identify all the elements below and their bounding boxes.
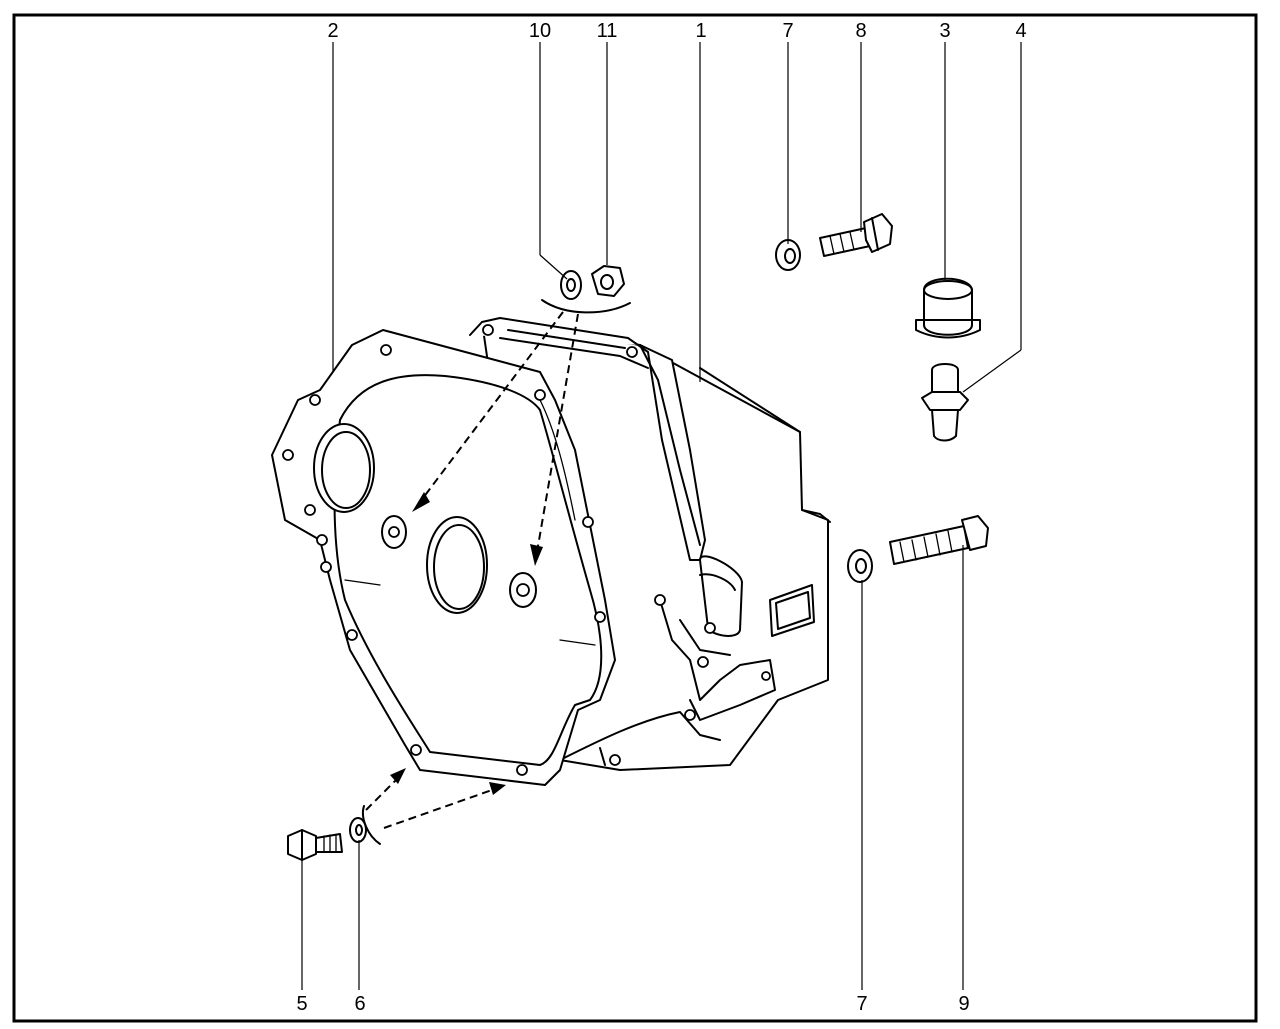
callout-1: 1 [695, 20, 706, 42]
front-cover-plate [271, 329, 616, 786]
cap-3 [915, 277, 981, 339]
callout-7-top: 7 [782, 20, 793, 42]
callout-2: 2 [327, 20, 338, 42]
callout-6: 6 [354, 993, 365, 1015]
breather-4 [921, 363, 969, 442]
callout-8: 8 [855, 20, 866, 42]
leader-lines [301, 42, 1022, 990]
callout-10: 10 [529, 20, 551, 42]
assembly-arrows [362, 299, 631, 845]
washer-10 [560, 270, 582, 300]
callout-9: 9 [958, 993, 969, 1015]
dowel-pin-9 [889, 515, 989, 565]
callout-11: 11 [597, 20, 618, 42]
nut-11 [591, 265, 625, 297]
bolt-8 [819, 213, 893, 257]
washer-6 [349, 817, 367, 843]
washer-7-top [775, 239, 801, 271]
callout-5: 5 [296, 993, 307, 1015]
washer-7-right [847, 549, 873, 583]
callout-labels: 2 10 11 1 7 8 3 4 5 6 7 9 [296, 20, 1026, 1015]
bolt-5 [287, 829, 343, 861]
callout-4: 4 [1015, 20, 1026, 42]
callout-7-bottom: 7 [856, 993, 867, 1015]
diagram-frame [12, 13, 1258, 1023]
callout-3: 3 [939, 20, 950, 42]
